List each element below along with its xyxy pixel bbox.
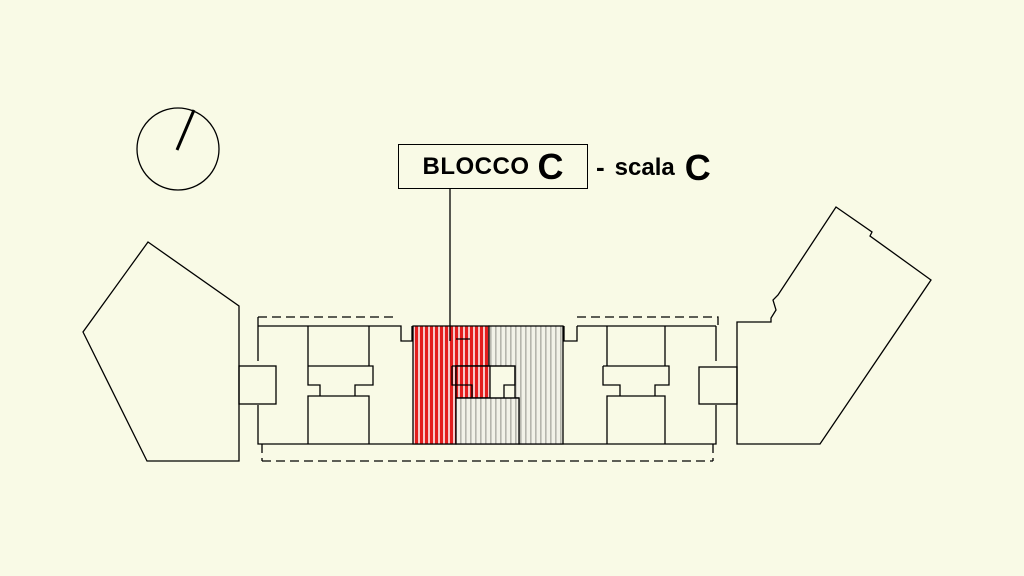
stair-word: scala — [614, 153, 675, 181]
stair-core-red — [455, 365, 491, 399]
west-building — [82, 241, 240, 462]
stair-letter: C — [684, 146, 711, 188]
block-word: BLOCCO — [422, 152, 530, 180]
east-connector — [698, 366, 738, 405]
east-building — [736, 206, 932, 445]
east-unit — [602, 326, 670, 444]
stair-label: - scala C — [596, 145, 711, 190]
block-outline-dashed — [257, 316, 719, 462]
label-separator: - — [596, 152, 605, 182]
block-letter: C — [537, 145, 564, 187]
north-arrow-icon — [136, 107, 220, 191]
west-connector — [238, 365, 277, 405]
west-unit — [307, 326, 374, 444]
stair-core-lines — [451, 338, 519, 399]
stair-core — [455, 397, 520, 445]
block-label-box: BLOCCO C — [398, 144, 588, 189]
